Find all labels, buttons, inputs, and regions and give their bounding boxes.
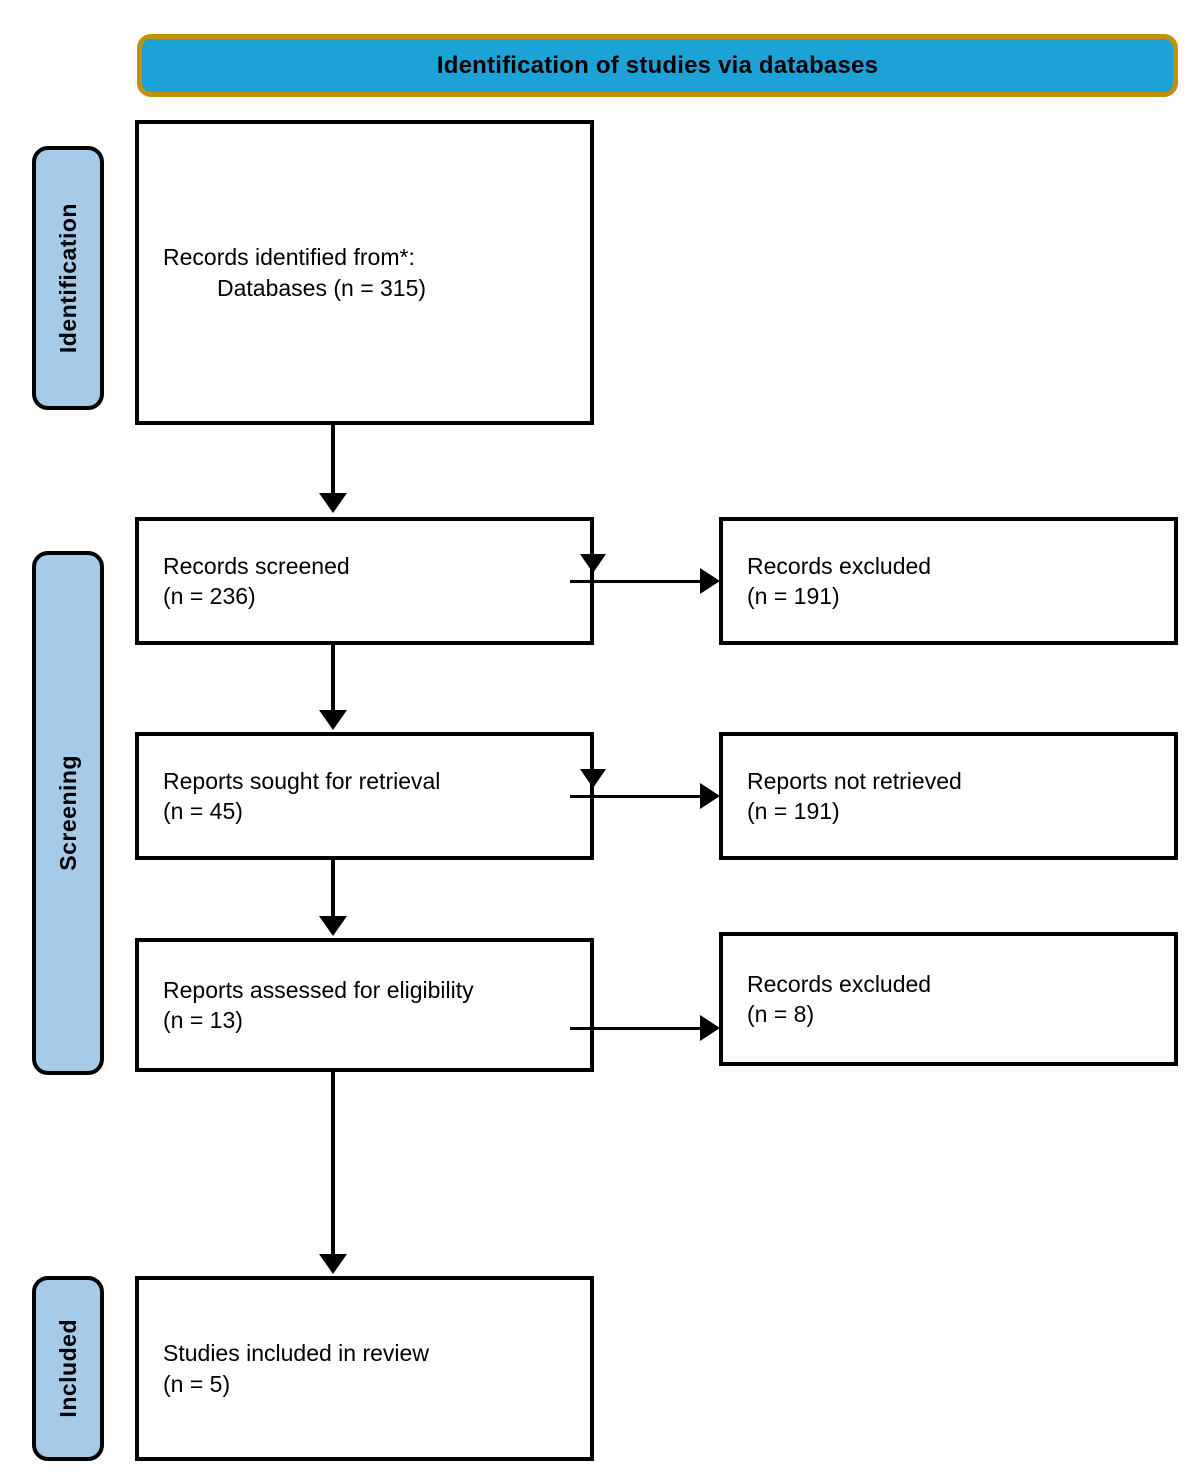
connector-screened-to-excluded-line [570,580,707,583]
box-reports-assessed: Reports assessed for eligibility (n = 13… [135,938,594,1072]
connector-identified-to-screened-line [331,425,335,497]
box-records-screened-line2: (n = 236) [163,583,256,609]
connector-sought-to-not-retrieved-line [570,795,707,798]
arrow-down-icon [319,710,347,730]
arrow-right-icon [700,783,720,809]
box-studies-included-line1: Studies included in review [163,1340,429,1367]
connector-assessed-to-excluded-line [570,1027,707,1030]
box-reports-sought-line1: Reports sought for retrieval [163,767,441,794]
arrow-down-stub-icon [580,554,606,573]
box-reports-assessed-line2: (n = 13) [163,1007,243,1033]
stage-tab-identification: Identification [32,146,104,410]
banner-title: Identification of studies via databases [436,51,879,79]
box-records-identified: Records identified from*: Databases (n =… [135,120,594,425]
box-records-identified-line2: Databases (n = 315) [217,274,427,301]
box-records-excluded-1: Records excluded (n = 191) [719,517,1178,645]
box-records-excluded-2: Records excluded (n = 8) [719,932,1178,1066]
connector-sought-to-assessed-line [331,860,335,918]
connector-assessed-to-included-line [331,1072,335,1256]
box-records-excluded-1-line1: Records excluded [747,552,932,579]
box-reports-assessed-line1: Reports assessed for eligibility [163,976,474,1003]
box-reports-not-retrieved-line2: (n = 191) [747,798,840,824]
box-records-excluded-2-line1: Records excluded [747,970,932,997]
stage-tab-identification-label: Identification [54,202,81,354]
arrow-right-icon [700,568,720,594]
arrow-down-stub-icon [580,769,606,788]
stage-tab-included: Included [32,1276,104,1461]
box-records-excluded-1-line2: (n = 191) [747,583,840,609]
stage-tab-screening: Screening [32,551,104,1075]
box-reports-not-retrieved-line1: Reports not retrieved [747,767,962,794]
header-banner: Identification of studies via databases [137,34,1178,97]
box-records-excluded-2-line2: (n = 8) [747,1001,815,1027]
arrow-down-icon [319,916,347,936]
box-records-screened: Records screened (n = 236) [135,517,594,645]
arrow-down-icon [319,1254,347,1274]
box-studies-included: Studies included in review (n = 5) [135,1276,594,1461]
stage-tab-screening-label: Screening [54,755,81,871]
connector-screened-to-sought-line [331,645,335,712]
box-reports-sought-line2: (n = 45) [163,798,243,824]
box-records-screened-line1: Records screened [163,552,350,579]
arrow-right-icon [700,1015,720,1041]
box-reports-not-retrieved: Reports not retrieved (n = 191) [719,732,1178,860]
box-reports-sought: Reports sought for retrieval (n = 45) [135,732,594,860]
box-studies-included-line2: (n = 5) [163,1370,231,1397]
stage-tab-included-label: Included [54,1319,81,1418]
arrow-down-icon [319,493,347,513]
box-records-identified-line1: Records identified from*: [163,244,415,271]
